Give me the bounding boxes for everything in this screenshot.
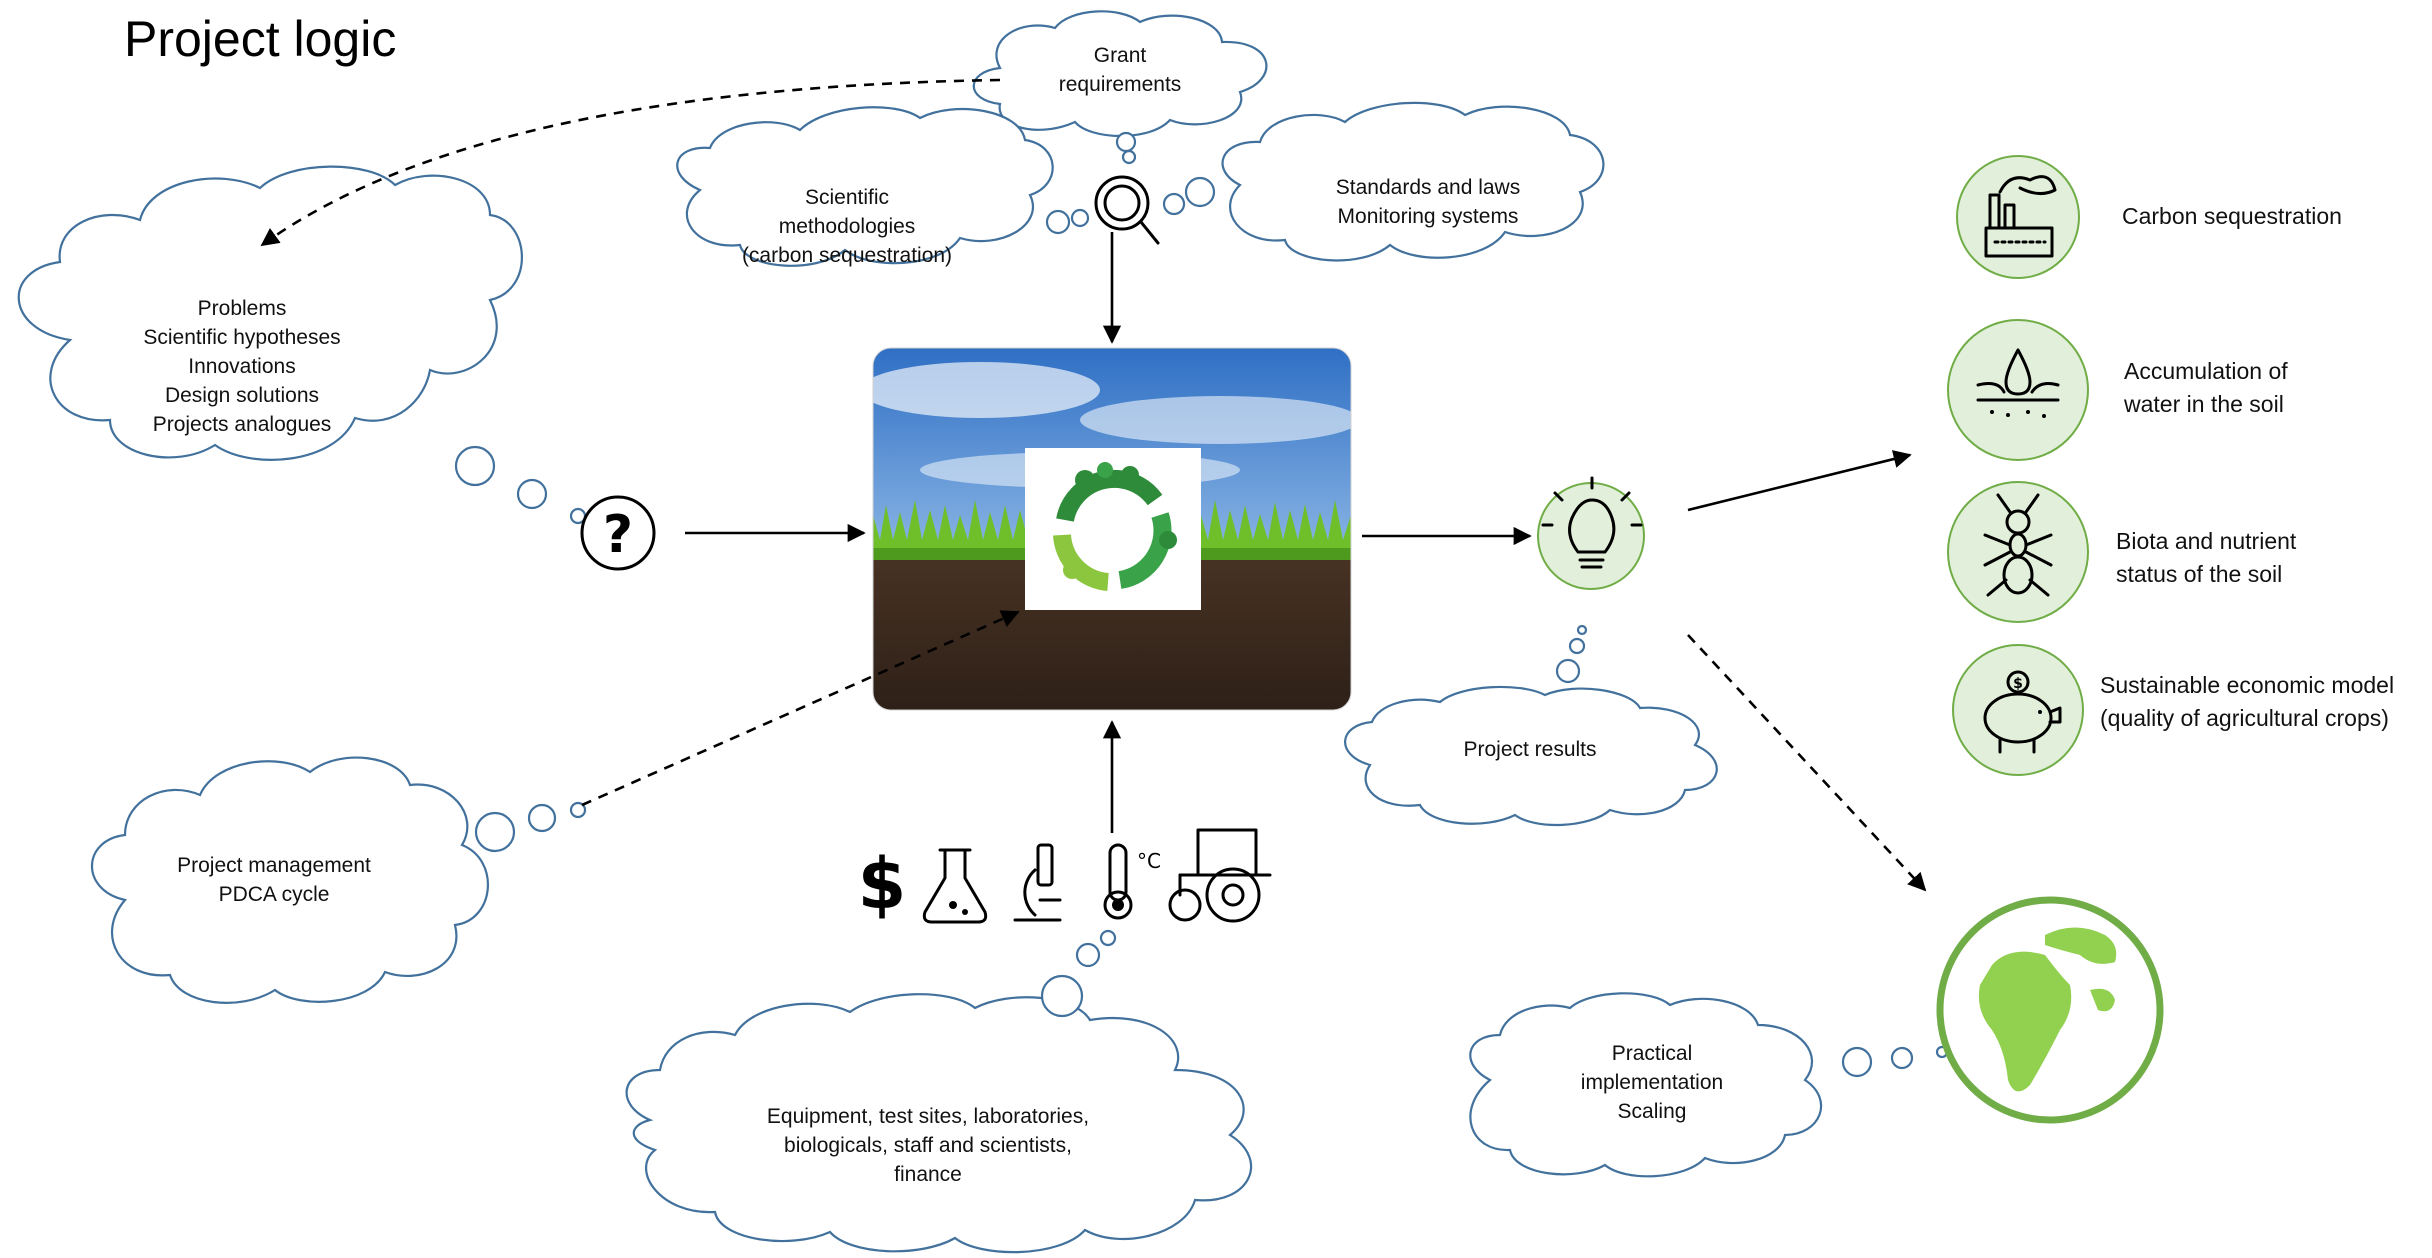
cloud-standards-line-2: Monitoring systems <box>1338 205 1519 228</box>
dashed-arrow-management-to-center <box>581 610 1020 807</box>
thought-bubble <box>1184 176 1216 208</box>
cloud-resources-line-3: finance <box>894 1163 962 1186</box>
project-logo <box>1025 448 1201 610</box>
cloud-scientific-methodologies: Scientific methodologies (carbon sequest… <box>676 106 1054 267</box>
svg-text:°C: °C <box>1137 849 1161 873</box>
thought-bubble <box>1075 942 1101 968</box>
cloud-problems-line-3: Innovations <box>188 355 295 378</box>
cloud-standards-line-1: Standards and laws <box>1336 176 1520 199</box>
cloud-management-line-1: Project management <box>177 854 371 877</box>
cloud-scientific-line-1: Scientific <box>805 186 889 209</box>
thought-bubble <box>1841 1046 1873 1078</box>
cloud-scientific-line-3: (carbon sequestration) <box>742 244 952 267</box>
outcome-label: status of the soil <box>2116 561 2282 587</box>
dashed-arrow-results-to-globe <box>1687 634 1927 892</box>
thought-bubble <box>1070 208 1090 228</box>
lightbulb-icon <box>1537 476 1645 590</box>
cloud-resources-line-2: biologicals, staff and scientists, <box>784 1134 1072 1157</box>
svg-text:?: ? <box>603 505 633 565</box>
thought-bubble <box>527 803 557 833</box>
thought-bubble <box>1890 1046 1914 1070</box>
thought-bubble <box>1576 624 1588 636</box>
outcome-water: Accumulation of water in the soil <box>1947 319 2288 461</box>
thought-bubble <box>1099 929 1117 947</box>
microscope-icon <box>1013 843 1062 922</box>
thought-bubble <box>1115 131 1137 153</box>
svg-text:$: $ <box>2013 676 2023 692</box>
thought-bubble <box>516 478 548 510</box>
page-title: Project logic <box>124 11 396 67</box>
cloud-results-line-1: Project results <box>1463 738 1596 761</box>
thought-bubble <box>454 445 496 487</box>
outcome-label: Accumulation of <box>2124 358 2288 384</box>
magnifier-icon <box>1094 175 1160 245</box>
tractor-icon <box>1168 828 1272 923</box>
svg-text:$: $ <box>858 843 907 925</box>
dollar-icon: $ <box>858 843 907 925</box>
dashed-arrow-grant-to-problems <box>260 78 1001 247</box>
thought-bubble <box>1040 974 1084 1018</box>
cloud-grant-line-1: Grant <box>1094 44 1147 67</box>
outcome-label: water in the soil <box>2123 391 2284 417</box>
cloud-management-line-2: PDCA cycle <box>219 883 330 906</box>
cloud-problems: Problems Scientific hypotheses Innovatio… <box>17 165 523 461</box>
outcome-label: Sustainable economic model <box>2100 672 2394 698</box>
cloud-practical-line-3: Scaling <box>1618 1100 1687 1123</box>
cloud-grant-requirements: Grant requirements <box>972 10 1268 137</box>
thought-bubble <box>1121 149 1137 165</box>
cloud-practical-line-2: implementation <box>1581 1071 1723 1094</box>
outcome-carbon: Carbon sequestration <box>1956 155 2342 279</box>
thought-bubble <box>569 801 587 819</box>
thought-bubble <box>1162 192 1186 216</box>
cloud-practical-implementation: Practical implementation Scaling <box>1469 992 1823 1178</box>
question-mark-icon: ? <box>580 495 656 571</box>
thought-bubble <box>474 811 516 853</box>
ant-icon <box>1983 493 2053 597</box>
flask-icon <box>922 848 988 924</box>
cloud-resources: Equipment, test sites, laboratories, bio… <box>625 993 1253 1254</box>
outcome-biota: Biota and nutrient status of the soil <box>1947 481 2297 623</box>
water-drop-soil-icon <box>1976 348 2060 418</box>
thought-bubble <box>1568 637 1586 655</box>
outcome-label: Biota and nutrient <box>2116 528 2297 554</box>
thought-bubble <box>1045 209 1071 235</box>
cloud-scientific-line-2: methodologies <box>779 215 916 238</box>
cloud-problems-line-1: Problems <box>198 297 287 320</box>
cloud-problems-line-2: Scientific hypotheses <box>143 326 340 349</box>
piggy-bank-icon: $ <box>1983 670 2062 754</box>
outcome-label: Carbon sequestration <box>2122 203 2342 229</box>
cloud-standards-laws: Standards and laws Monitoring systems <box>1221 101 1605 262</box>
cloud-grant-line-2: requirements <box>1059 73 1182 96</box>
thermometer-icon: °C <box>1103 843 1161 920</box>
cloud-resources-line-1: Equipment, test sites, laboratories, <box>767 1105 1089 1128</box>
factory-icon <box>1984 175 2057 258</box>
globe-icon <box>1936 896 2164 1124</box>
arrow-results-to-outcomes <box>1687 450 1912 512</box>
cloud-practical-line-1: Practical <box>1612 1042 1693 1065</box>
outcome-economic: $ Sustainable economic model (quality of… <box>1952 644 2394 776</box>
cloud-project-results: Project results <box>1344 685 1718 827</box>
cloud-problems-line-5: Projects analogues <box>153 413 332 436</box>
outcome-label: (quality of agricultural crops) <box>2100 705 2389 731</box>
thought-bubble <box>1555 658 1581 684</box>
cloud-problems-line-4: Design solutions <box>165 384 319 407</box>
cloud-project-management: Project management PDCA cycle <box>90 756 489 1004</box>
